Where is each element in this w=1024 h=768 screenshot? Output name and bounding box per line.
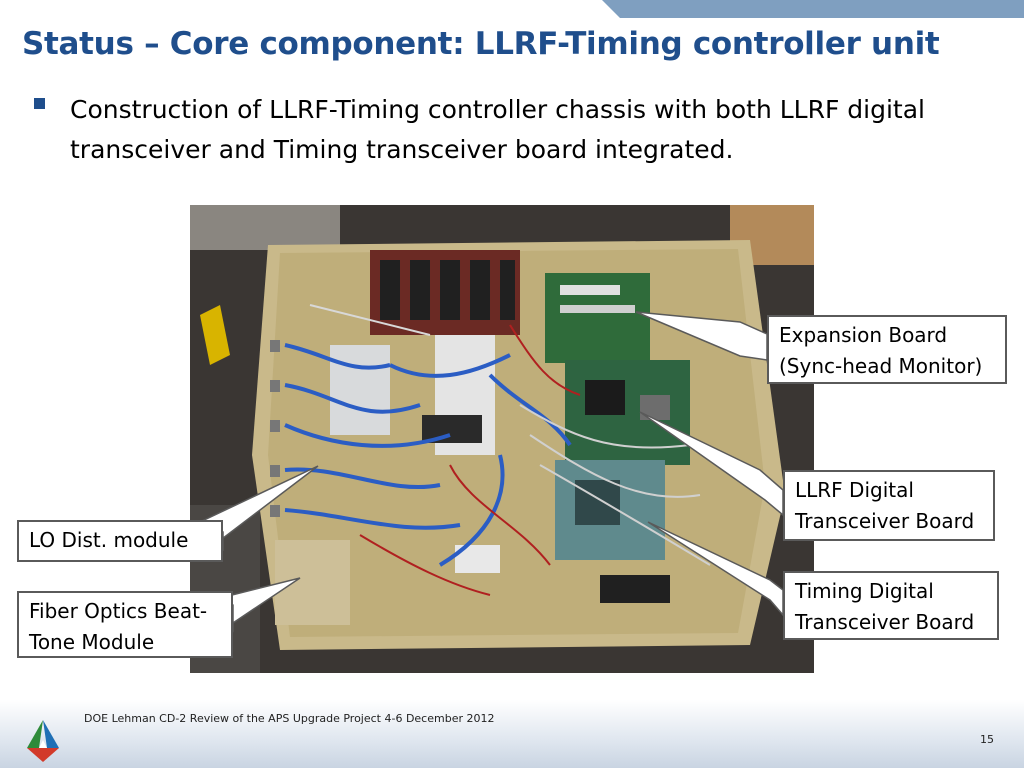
callout-timing-line1: Timing Digital <box>795 579 934 603</box>
callout-expansion-line1: Expansion Board <box>779 323 948 347</box>
chassis-photo <box>190 205 814 673</box>
square-bullet-icon <box>34 98 45 109</box>
callout-fiber-line1: Fiber Optics Beat- <box>29 599 208 623</box>
slide-title: Status – Core component: LLRF-Timing con… <box>22 26 940 62</box>
callout-timing-board: Timing Digital Transceiver Board <box>783 571 999 640</box>
callout-lo-text: LO Dist. module <box>29 528 189 552</box>
callout-fiber-line2: Tone Module <box>29 630 155 654</box>
bullet-text: Construction of LLRF-Timing controller c… <box>70 95 925 164</box>
footer-band <box>0 700 1024 768</box>
callout-llrf-board: LLRF Digital Transceiver Board <box>783 470 995 541</box>
argonne-triangle-logo-icon <box>27 720 59 762</box>
callout-expansion-board: Expansion Board (Sync-head Monitor) <box>767 315 1007 384</box>
callout-lo-dist-module: LO Dist. module <box>17 520 223 562</box>
callout-fiber-optics-module: Fiber Optics Beat- Tone Module <box>17 591 233 658</box>
footer-text: DOE Lehman CD-2 Review of the APS Upgrad… <box>84 712 495 725</box>
page-number: 15 <box>980 733 994 746</box>
callout-llrf-line2: Transceiver Board <box>795 509 975 533</box>
callout-llrf-line1: LLRF Digital <box>795 478 914 502</box>
callout-expansion-line2: (Sync-head Monitor) <box>779 354 983 378</box>
callout-timing-line2: Transceiver Board <box>795 610 975 634</box>
header-accent-band <box>602 0 1024 18</box>
